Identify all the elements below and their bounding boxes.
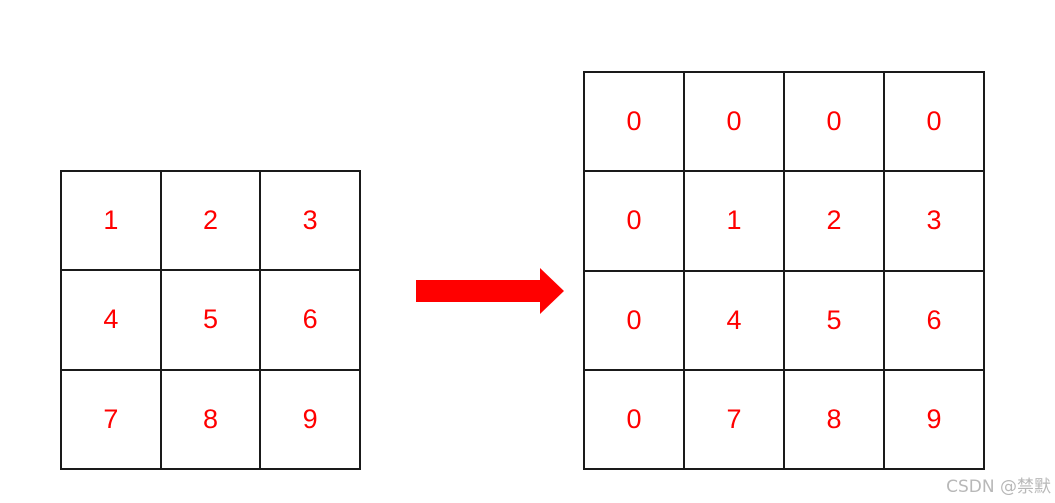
padded-cell: 0 bbox=[585, 172, 685, 272]
input-cell: 8 bbox=[161, 370, 262, 470]
padded-cell: 0 bbox=[585, 370, 685, 470]
input-cell: 5 bbox=[161, 271, 262, 371]
padded-cell: 7 bbox=[685, 370, 785, 470]
padded-cell: 1 bbox=[685, 172, 785, 272]
padded-cell: 9 bbox=[885, 370, 985, 470]
watermark: CSDN @禁默 bbox=[946, 477, 1051, 497]
padded-cell: 0 bbox=[585, 73, 685, 173]
input-cell: 6 bbox=[261, 271, 361, 371]
input-cell: 4 bbox=[62, 271, 162, 371]
padded-cell: 0 bbox=[585, 271, 685, 371]
input-matrix: 1 2 3 4 5 6 7 8 9 bbox=[60, 170, 361, 470]
right-arrow-icon bbox=[416, 268, 564, 314]
padded-cell: 3 bbox=[885, 172, 985, 272]
input-cell: 3 bbox=[261, 172, 361, 272]
input-cell: 1 bbox=[62, 172, 162, 272]
padded-cell: 0 bbox=[685, 73, 785, 173]
padded-cell: 6 bbox=[885, 271, 985, 371]
arrow-shape bbox=[416, 268, 564, 314]
padded-cell: 8 bbox=[785, 370, 885, 470]
input-cell: 7 bbox=[62, 370, 162, 470]
padded-cell: 4 bbox=[685, 271, 785, 371]
padded-cell: 0 bbox=[785, 73, 885, 173]
padded-cell: 2 bbox=[785, 172, 885, 272]
input-cell: 9 bbox=[261, 370, 361, 470]
padded-cell: 0 bbox=[885, 73, 985, 173]
padded-matrix: 0 0 0 0 0 1 2 3 0 4 5 6 0 7 8 9 bbox=[583, 71, 985, 470]
input-cell: 2 bbox=[161, 172, 262, 272]
padded-cell: 5 bbox=[785, 271, 885, 371]
